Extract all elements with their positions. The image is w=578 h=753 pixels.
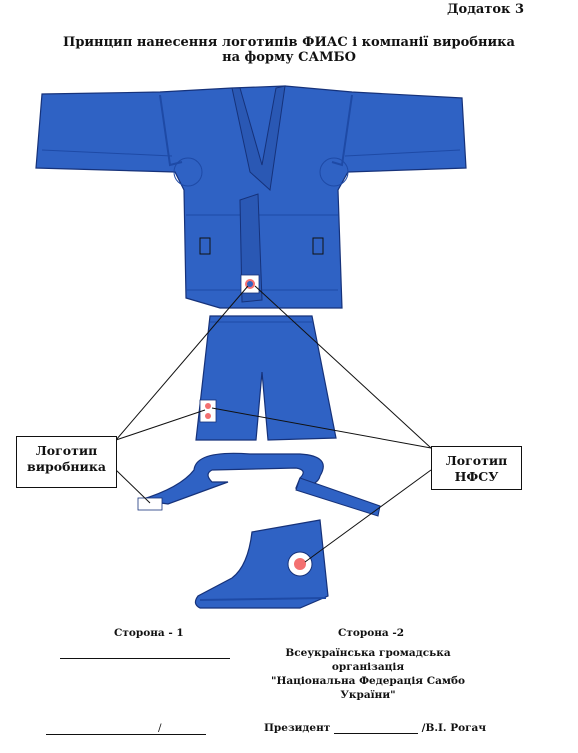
signature-line-side-1 — [60, 650, 230, 659]
shorts — [195, 315, 337, 441]
leader-lines — [115, 285, 432, 563]
nfsu-label-2: НФСУ — [454, 469, 499, 484]
jacket — [35, 85, 467, 309]
manufacturer-label-1: Логотип — [35, 443, 98, 458]
signature-line-a — [46, 722, 158, 735]
org-line-2: "Національна Федерація Самбо — [270, 675, 466, 687]
nfsu-logo-callout: Логотип НФСУ — [431, 446, 522, 490]
signature-line-b — [161, 722, 206, 735]
president-signature-line — [333, 723, 418, 734]
side-2-label: Сторона -2 — [338, 627, 405, 639]
president-label: Президент — [264, 722, 331, 734]
signature-separator: / — [158, 722, 162, 735]
manufacturer-label-2: виробника — [27, 459, 106, 474]
appendix-label: Додаток 3 — [446, 2, 524, 17]
president-signature: Президент /В.І. Рогач — [264, 722, 486, 734]
org-line-1: Всеукраїнська громадська організація — [285, 647, 451, 673]
shorts-logo-patch — [199, 399, 217, 423]
sambo-uniform-illustration — [35, 85, 467, 609]
wrestling-shoe — [194, 519, 329, 609]
signature-left: / — [46, 722, 206, 735]
belt-logo-patch — [137, 497, 163, 511]
organization-block: Всеукраїнська громадська організація "На… — [254, 646, 482, 702]
jacket-collar — [231, 85, 286, 191]
manufacturer-logo-callout: Логотип виробника — [16, 436, 117, 488]
belt — [137, 452, 381, 517]
side-1-label: Сторона - 1 — [114, 627, 184, 639]
president-name: /В.І. Рогач — [421, 722, 487, 734]
org-line-3: України" — [340, 689, 396, 701]
jacket-pocket-right — [312, 237, 324, 255]
document-title: Принцип нанесення логотипів ФИАС і компа… — [0, 35, 578, 65]
nfsu-label-1: Логотип — [445, 453, 508, 468]
jacket-pocket-left — [199, 237, 211, 255]
title-line-2: на форму САМБО — [222, 50, 356, 65]
title-line-1: Принцип нанесення логотипів ФИАС і компа… — [63, 35, 515, 50]
